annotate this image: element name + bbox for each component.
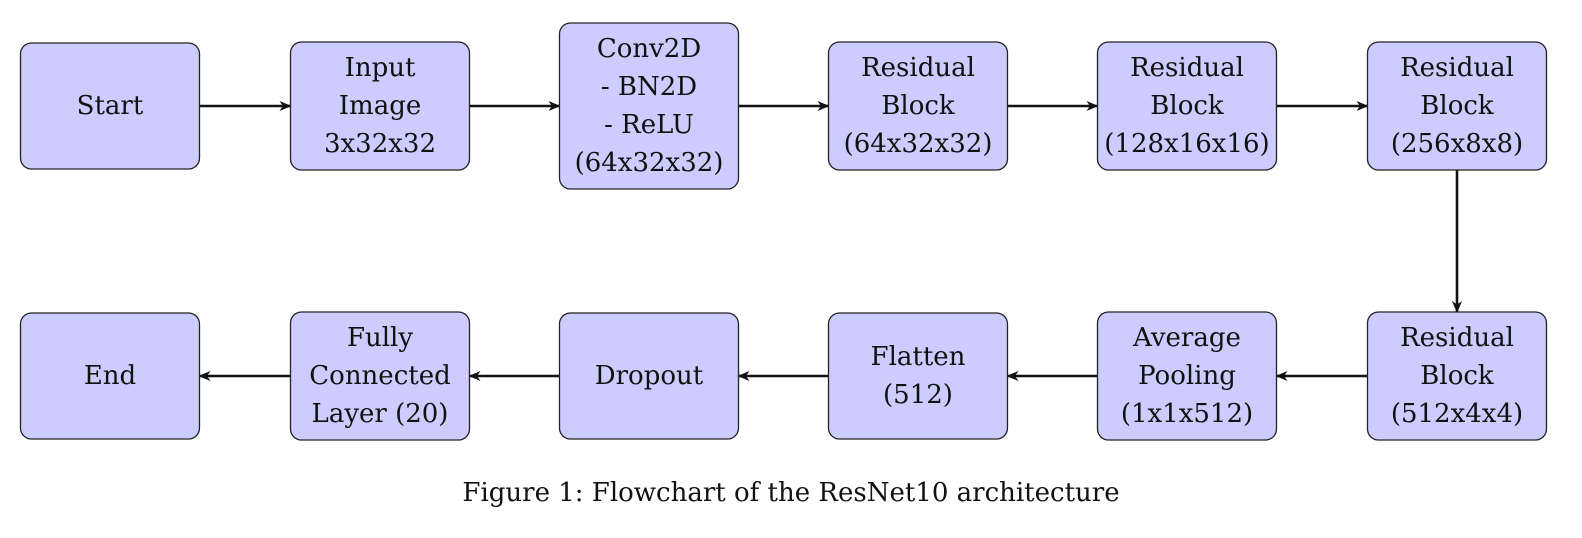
node-label-res3-line-0: Residual xyxy=(1400,53,1514,83)
node-label-res1-line-1: Block xyxy=(881,91,955,121)
node-label-end-line-0: End xyxy=(84,361,136,391)
node-label-avgpool-line-1: Pooling xyxy=(1138,361,1236,391)
node-label-conv-line-1: - BN2D xyxy=(601,72,697,102)
node-end: End xyxy=(19,312,201,440)
node-label-conv-line-2: - ReLU xyxy=(604,110,694,140)
node-box-fc xyxy=(289,311,471,441)
node-label-dropout-line-0: Dropout xyxy=(595,361,704,391)
node-label-fc-line-0: Fully xyxy=(347,323,413,353)
node-box-res3 xyxy=(1366,41,1548,171)
node-label-input-line-1: Image xyxy=(339,91,421,121)
node-label-res3-line-2: (256x8x8) xyxy=(1391,129,1523,159)
node-label-fc-line-1: Connected xyxy=(309,361,450,391)
node-box-res4 xyxy=(1366,311,1548,441)
node-label-input-line-0: Input xyxy=(345,53,416,83)
node-conv: Conv2D - BN2D - ReLU (64x32x32) xyxy=(558,22,740,190)
node-box-flatten xyxy=(827,312,1009,440)
node-flatten: Flatten (512) xyxy=(827,312,1009,440)
node-box-dropout xyxy=(558,312,740,440)
node-label-res4-line-2: (512x4x4) xyxy=(1391,399,1523,429)
node-label-res3-line-1: Block xyxy=(1420,91,1494,121)
node-dropout: Dropout xyxy=(558,312,740,440)
node-box-conv xyxy=(558,22,740,190)
node-label-avgpool-line-0: Average xyxy=(1132,323,1241,353)
node-box-input xyxy=(289,41,471,171)
node-label-res4-line-1: Block xyxy=(1420,361,1494,391)
node-label-res1-line-0: Residual xyxy=(861,53,975,83)
node-label-conv-line-0: Conv2D xyxy=(597,34,701,64)
node-box-res1 xyxy=(827,41,1009,171)
node-box-res2 xyxy=(1096,41,1278,171)
node-label-conv-line-3: (64x32x32) xyxy=(575,148,724,178)
node-label-res1-line-2: (64x32x32) xyxy=(844,129,993,159)
node-label-res2-line-1: Block xyxy=(1150,91,1224,121)
node-label-res2-line-2: (128x16x16) xyxy=(1104,129,1269,159)
node-start: Start xyxy=(19,42,201,170)
node-label-start-line-0: Start xyxy=(77,91,144,121)
node-label-res2-line-0: Residual xyxy=(1130,53,1244,83)
node-label-fc-line-2: Layer (20) xyxy=(312,399,449,429)
node-box-avgpool xyxy=(1096,311,1278,441)
node-label-flatten-line-1: (512) xyxy=(883,380,953,410)
node-box-start xyxy=(19,42,201,170)
figure-caption: Figure 1: Flowchart of the ResNet10 arch… xyxy=(462,478,1120,508)
node-label-input-line-2: 3x32x32 xyxy=(324,129,436,159)
node-label-res4-line-0: Residual xyxy=(1400,323,1514,353)
edges-layer xyxy=(198,101,1462,381)
node-box-end xyxy=(19,312,201,440)
node-label-flatten-line-0: Flatten xyxy=(871,342,966,372)
node-label-avgpool-line-2: (1x1x512) xyxy=(1121,399,1253,429)
